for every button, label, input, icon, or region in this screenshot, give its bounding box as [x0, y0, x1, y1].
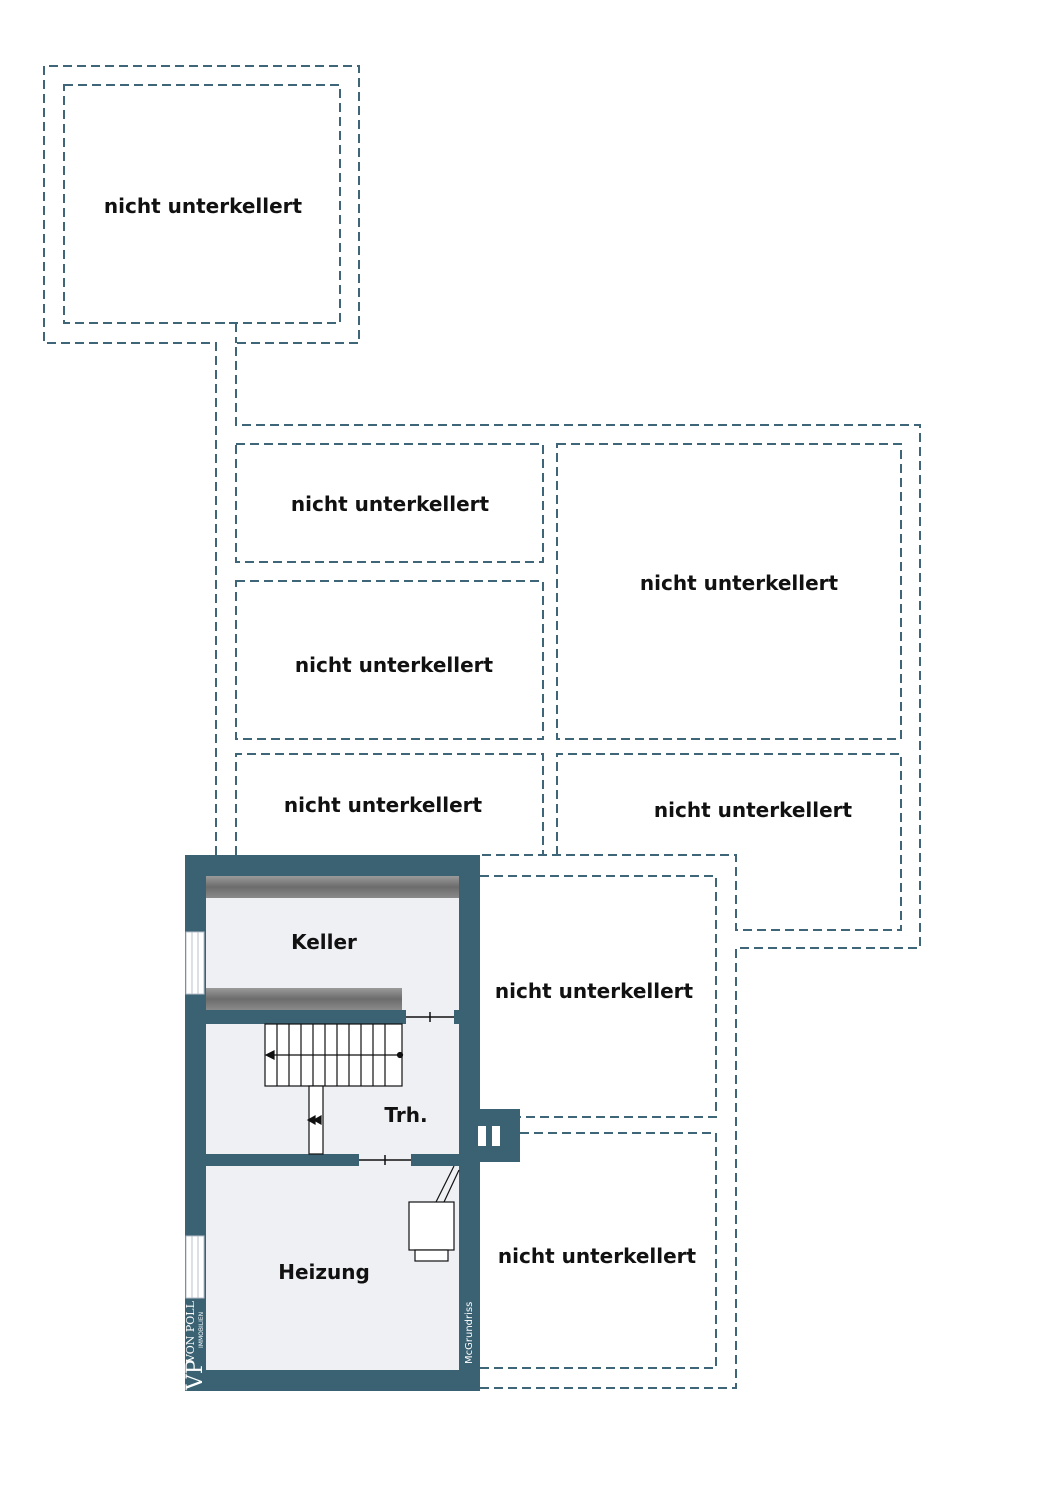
outline-mid-left-1	[235, 443, 544, 563]
outline-mid-right-1	[556, 443, 902, 740]
outline-mid-left-3	[235, 753, 544, 855]
door-icon	[359, 1012, 454, 1165]
label-unbasemented-3: nicht unterkellert	[295, 653, 494, 677]
chimney-icon	[476, 1109, 520, 1162]
room-label-heizung: Heizung	[278, 1260, 370, 1284]
label-unbasemented-1: nicht unterkellert	[104, 194, 303, 218]
label-unbasemented-6: nicht unterkellert	[654, 798, 853, 822]
outline-mid-right-2	[478, 753, 902, 931]
outline-low-right-2	[480, 1132, 717, 1369]
staircase-icon	[264, 1023, 404, 1155]
branding: VP VON POLL IMMOBILIEN McGrundriss	[183, 1300, 475, 1391]
outline-top-left-outer	[43, 65, 921, 1389]
brand-monogram: VP	[183, 1359, 208, 1391]
outline-mid-left-2	[235, 580, 544, 740]
boiler-icon	[408, 1165, 460, 1262]
dashed-outlines	[43, 65, 921, 1389]
brand-tagline: IMMOBILIEN	[198, 1312, 205, 1348]
outline-low-right-1	[480, 875, 717, 1118]
label-unbasemented-7: nicht unterkellert	[495, 979, 694, 1003]
window-icon	[185, 931, 205, 1299]
label-unbasemented-4: nicht unterkellert	[284, 793, 483, 817]
shelf-bottom	[206, 988, 402, 1010]
basement-building: VP VON POLL IMMOBILIEN McGrundriss	[183, 855, 520, 1391]
floor-keller	[206, 876, 459, 1010]
label-unbasemented-5: nicht unterkellert	[640, 571, 839, 595]
outline-top-left-inner	[63, 84, 341, 324]
label-unbasemented-8: nicht unterkellert	[498, 1244, 697, 1268]
brand-company: VON POLL	[184, 1300, 197, 1363]
plan-credit: McGrundriss	[464, 1302, 475, 1364]
label-unbasemented-2: nicht unterkellert	[291, 492, 490, 516]
room-label-treppenhaus: Trh.	[384, 1103, 427, 1127]
room-label-keller: Keller	[291, 930, 357, 954]
shelf-top	[206, 876, 459, 898]
floor-heizung	[206, 1166, 459, 1370]
